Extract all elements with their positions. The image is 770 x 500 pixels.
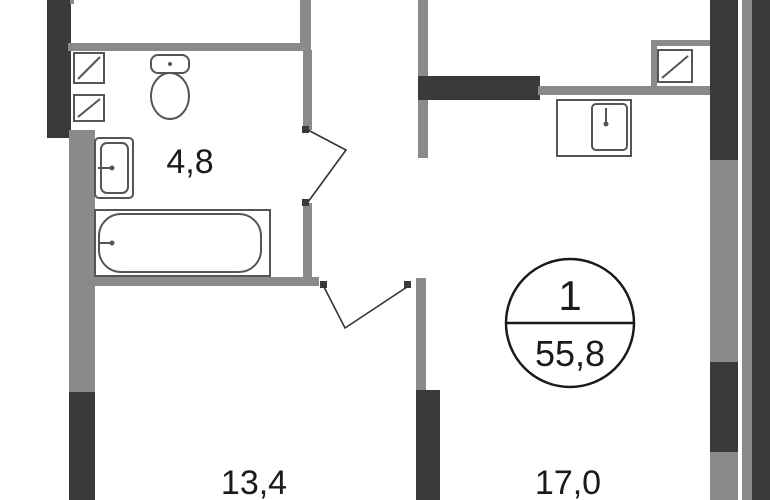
bathroom-area-label: 4,8 [166,143,213,181]
kitchen-sink-icon [556,99,632,157]
bedroom-door-hinge-right [404,281,411,288]
right-outer-wall-top [710,0,738,168]
bathroom-fixtures [73,52,271,277]
walls [47,0,770,500]
bathroom-door-hinge-top [302,126,309,133]
toilet-icon [150,54,190,120]
bathroom-door-hinge-bottom [302,199,309,206]
upper-partition-left [300,0,311,50]
kitchen-top-wall [538,86,710,95]
bathroom-bottom-wall [93,277,319,286]
badge-total-area: 55,8 [535,333,605,374]
bedroom-living-wall-dark [416,390,440,500]
right-edge-wall [742,0,752,500]
washer-box-top-line [77,56,101,80]
niche-wall-top [651,40,713,46]
living-area-label: 17,0 [535,464,601,500]
bathroom-door-swing [307,129,348,203]
bathroom-right-wall-top [303,50,312,130]
bathroom-sink-icon [94,137,134,199]
left-outer-wall-top [47,0,71,138]
badge-rooms-count: 1 [558,272,581,319]
apartment-badge: 1 55,8 [504,257,636,389]
washer-box-bottom-line [77,98,101,118]
left-outer-wall-bottom [69,392,95,500]
kitchen-fixtures [556,49,693,157]
top-left-wall-stub [70,0,74,4]
bathtub-icon [94,209,271,277]
right-outer-wall-bottom [710,362,738,452]
bedroom-door-hinge-left [320,281,327,288]
bedroom-door-swing [323,286,408,330]
right-edge-dark [752,0,770,500]
niche-wall-left [651,40,657,90]
doors [302,126,411,330]
kitchen-dark-wall [418,76,540,100]
bathroom-right-wall-bottom [303,203,312,285]
bedroom-area-label: 13,4 [221,464,287,500]
kitchen-niche-box [657,49,693,83]
bathroom-top-wall [68,43,311,51]
bedroom-living-wall [416,278,426,500]
